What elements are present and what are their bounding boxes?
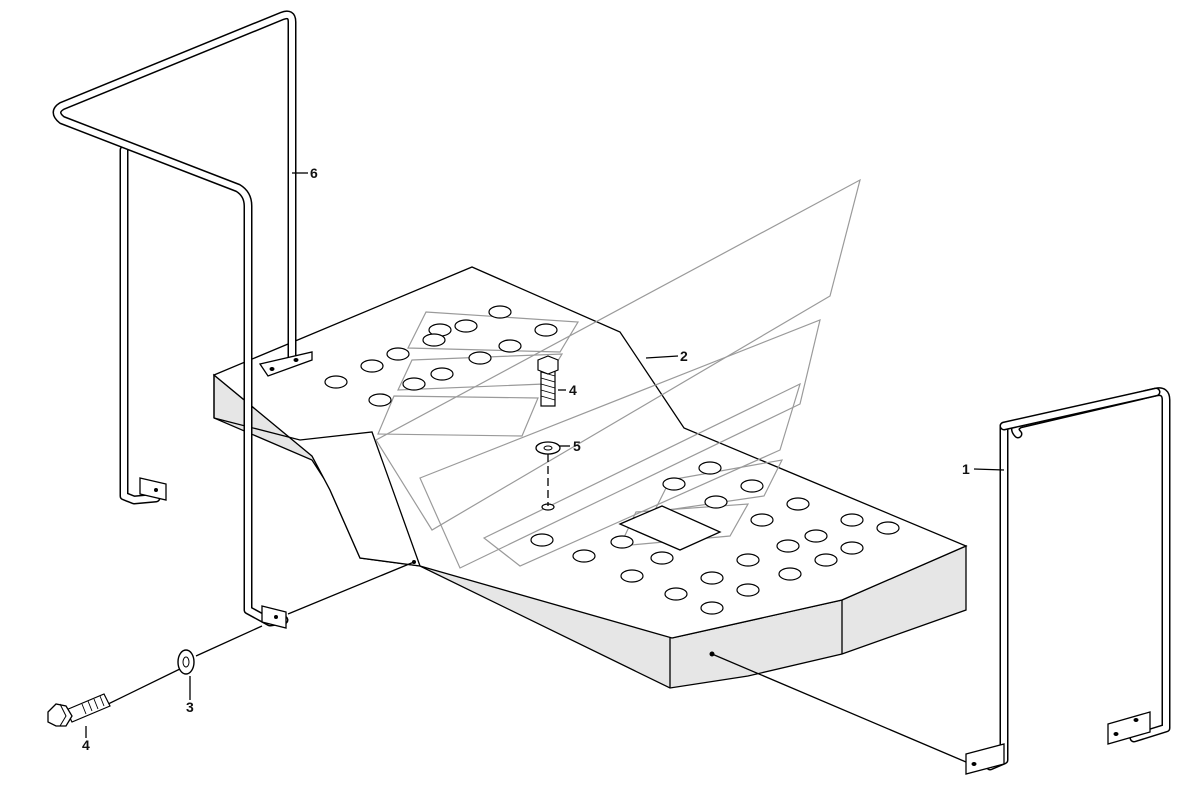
- callout-leaders: [85, 172, 1005, 738]
- callout-part-4-top: 4: [569, 382, 577, 398]
- platform-step: [212, 178, 968, 689]
- bolt-bottom: [47, 693, 111, 727]
- callout-part-3: 3: [186, 699, 194, 715]
- bolt-top: [537, 355, 559, 407]
- platform-cutout: [618, 505, 722, 551]
- anti-slip-holes: [324, 305, 900, 615]
- platform-top-face: [212, 266, 968, 639]
- handrail-left: [52, 10, 313, 629]
- callout-part-2: 2: [680, 348, 688, 364]
- assembly-lines: [99, 454, 967, 763]
- callout-part-1: 1: [962, 461, 970, 477]
- callout-part-5: 5: [573, 438, 581, 454]
- washer-bottom: [177, 649, 195, 675]
- platform-edge: [213, 417, 421, 567]
- callout-part-4-bottom: 4: [82, 737, 90, 753]
- callout-part-6: 6: [310, 165, 318, 181]
- washer-top: [535, 441, 561, 455]
- handrail-right: [965, 387, 1171, 775]
